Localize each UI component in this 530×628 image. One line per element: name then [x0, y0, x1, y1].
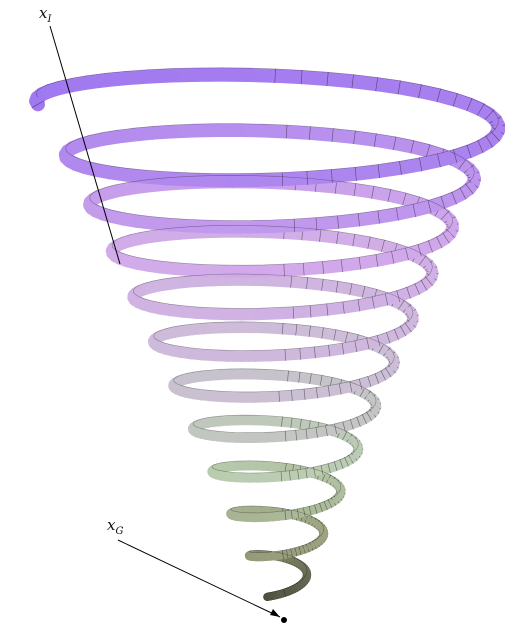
- spiral-segment: [282, 593, 284, 594]
- svg-text:xI: xI: [39, 4, 52, 25]
- spiral-segment: [265, 270, 285, 271]
- goal-label-sub: G: [115, 526, 123, 537]
- spiral-segment: [273, 477, 281, 478]
- initial-pointer-line: [50, 26, 120, 264]
- spiral-segment: [275, 436, 286, 437]
- spiral-segment: [279, 515, 285, 516]
- initial-label: xI: [39, 4, 52, 25]
- spiral-segment: [270, 355, 285, 356]
- svg-text:xG: xG: [107, 516, 123, 537]
- goal-point: [281, 617, 287, 623]
- conical-spiral-tube: [30, 68, 506, 601]
- spiral-segment: [36, 101, 38, 104]
- goal-label: xG: [107, 516, 123, 537]
- spiral-segment: [258, 179, 283, 180]
- spiral-segment: [276, 313, 293, 314]
- spiral-segment: [279, 555, 283, 556]
- spiral-segment: [267, 396, 280, 397]
- initial-label-sub: I: [46, 14, 52, 25]
- goal-arrowhead: [270, 609, 280, 617]
